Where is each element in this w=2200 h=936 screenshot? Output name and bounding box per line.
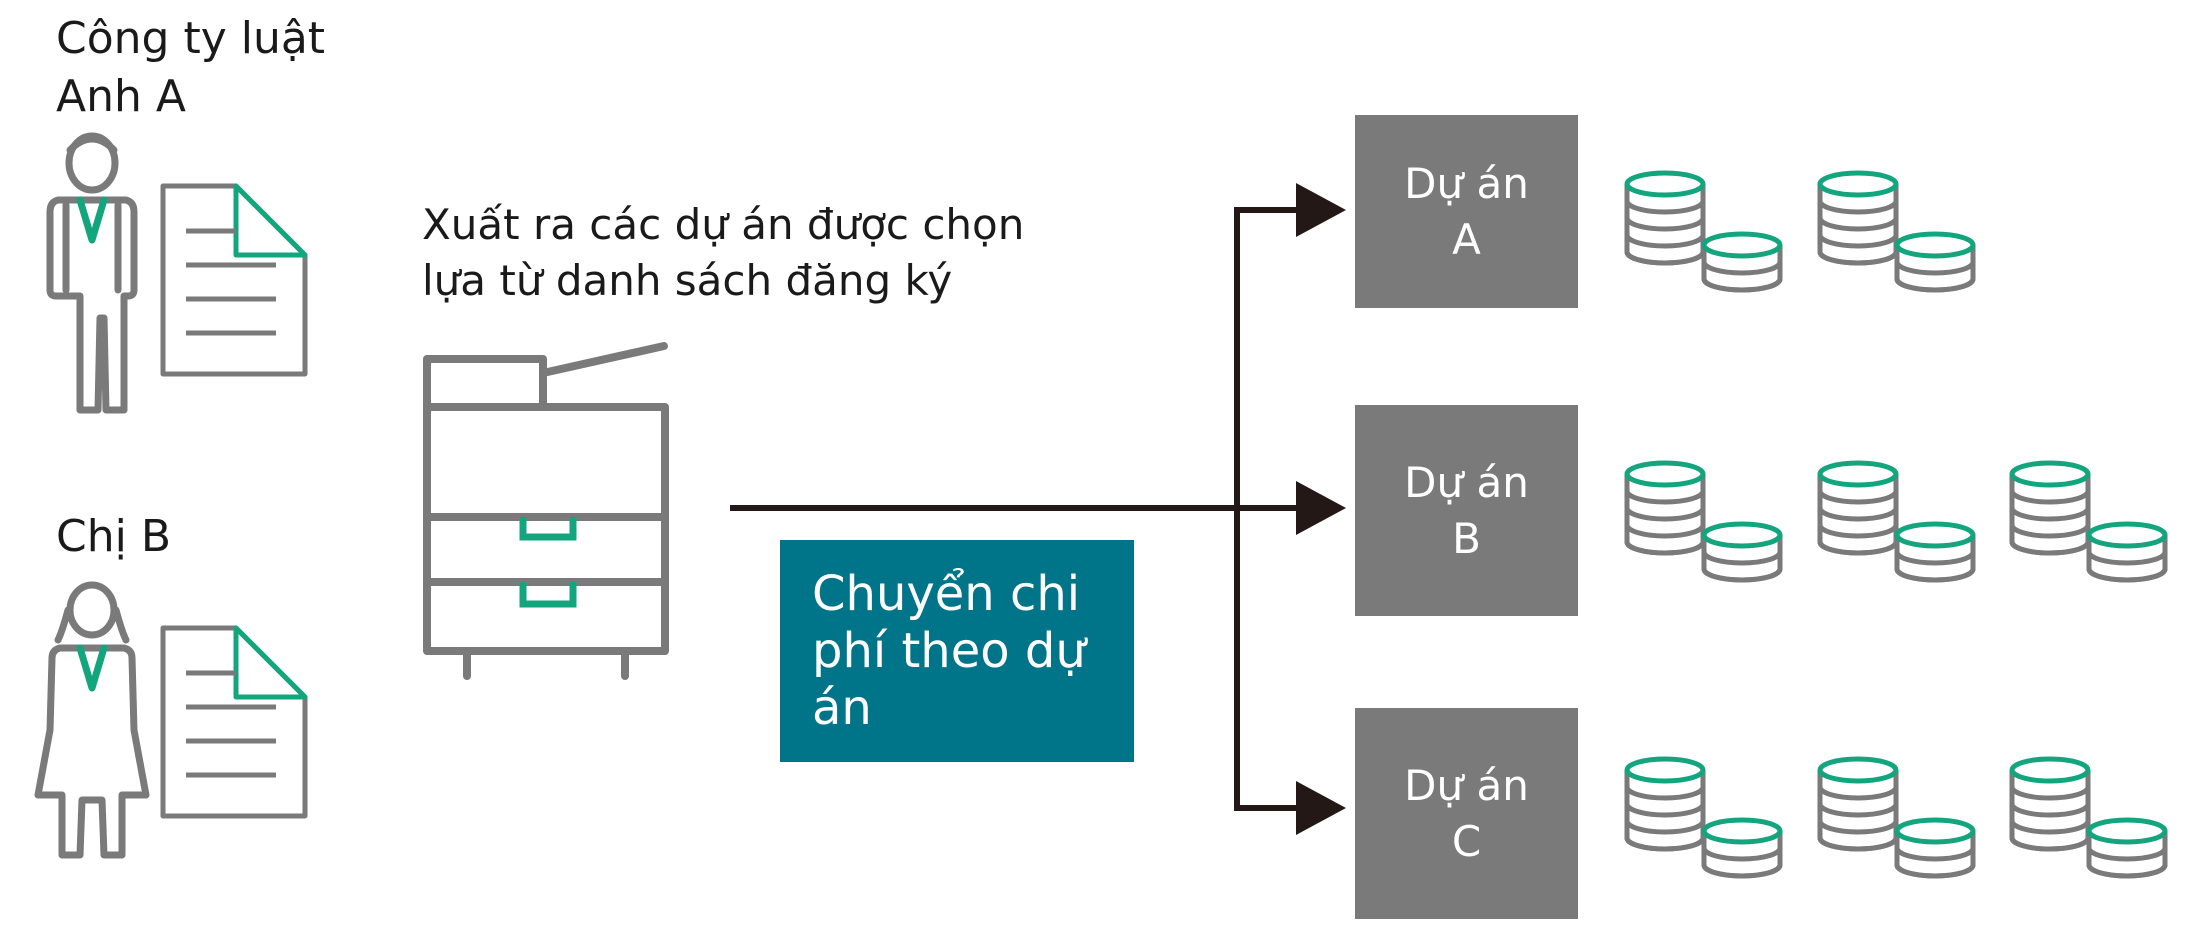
cost-transfer-box: Chuyển chi phí theo dự án bbox=[780, 540, 1134, 762]
person-b-label: Chị B bbox=[56, 508, 171, 566]
woman-icon bbox=[34, 581, 150, 859]
output-caption-line-2: lựa từ danh sách đăng ký bbox=[422, 256, 953, 305]
printer-tray-handles-icon bbox=[519, 517, 577, 608]
coin-stacks bbox=[1624, 170, 2168, 879]
coin-stack-short bbox=[1701, 231, 1783, 293]
coin-stack-short bbox=[1894, 521, 1976, 583]
coin-stack-tall bbox=[1624, 460, 1706, 556]
person-b-label-line-1: Chị B bbox=[56, 511, 172, 562]
coin-stack-icon-c-2 bbox=[1817, 756, 1976, 879]
project-c-title: Dự án bbox=[1404, 760, 1529, 810]
coin-stack-icon-b-2 bbox=[1817, 460, 1976, 583]
coin-stack-short bbox=[2086, 817, 2168, 879]
cost-transfer-line-1: Chuyển chi bbox=[812, 566, 1081, 622]
project-box-c: Dự án C bbox=[1355, 708, 1578, 919]
arrow-head-c bbox=[1296, 781, 1346, 835]
project-b-letter: B bbox=[1452, 513, 1481, 563]
project-c-letter: C bbox=[1451, 816, 1482, 866]
project-box-b: Dự án B bbox=[1355, 405, 1578, 616]
coin-stack-tall bbox=[2009, 756, 2091, 852]
project-box-a: Dự án A bbox=[1355, 115, 1578, 308]
person-a-label-line-1: Công ty luật bbox=[56, 13, 326, 64]
document-icon-b bbox=[160, 625, 308, 819]
person-a-label: Công ty luật Anh A bbox=[56, 10, 325, 126]
coin-stack-tall bbox=[1817, 170, 1899, 266]
output-caption-line-1: Xuất ra các dự án được chọn bbox=[422, 200, 1025, 249]
coin-stack-icon-a-1 bbox=[1624, 170, 1783, 293]
project-a-letter: A bbox=[1452, 214, 1481, 264]
woman-collar-icon bbox=[76, 644, 108, 692]
coin-stack-short bbox=[2086, 521, 2168, 583]
arrow-head-a bbox=[1296, 183, 1346, 237]
coin-stack-tall bbox=[2009, 460, 2091, 556]
coin-stack-short bbox=[1701, 521, 1783, 583]
man-icon bbox=[46, 132, 138, 414]
coin-stack-tall bbox=[1817, 756, 1899, 852]
coin-stack-icon-b-3 bbox=[2009, 460, 2168, 583]
document-icon-a bbox=[160, 183, 308, 377]
printer-icon bbox=[423, 342, 669, 680]
coin-stack-icon-c-1 bbox=[1624, 756, 1783, 879]
coin-stack-icon-c-3 bbox=[2009, 756, 2168, 879]
coin-stack-icon-a-2 bbox=[1817, 170, 1976, 293]
output-caption: Xuất ra các dự án được chọn lựa từ danh … bbox=[422, 197, 1024, 309]
person-a-label-line-2: Anh A bbox=[56, 71, 186, 122]
coin-stack-tall bbox=[1624, 170, 1706, 266]
coin-stack-tall bbox=[1624, 756, 1706, 852]
coin-stack-short bbox=[1894, 817, 1976, 879]
man-tie-icon bbox=[76, 196, 108, 244]
project-b-title: Dự án bbox=[1404, 457, 1529, 507]
coin-stack-tall bbox=[1817, 460, 1899, 556]
coin-stack-short bbox=[1701, 817, 1783, 879]
project-a-title: Dự án bbox=[1404, 158, 1529, 208]
arrow-head-b bbox=[1296, 481, 1346, 535]
coin-stack-icon-b-1 bbox=[1624, 460, 1783, 583]
coin-stack-short bbox=[1894, 231, 1976, 293]
cost-transfer-line-2: phí theo dự bbox=[812, 623, 1086, 679]
cost-transfer-line-3: án bbox=[812, 680, 872, 736]
